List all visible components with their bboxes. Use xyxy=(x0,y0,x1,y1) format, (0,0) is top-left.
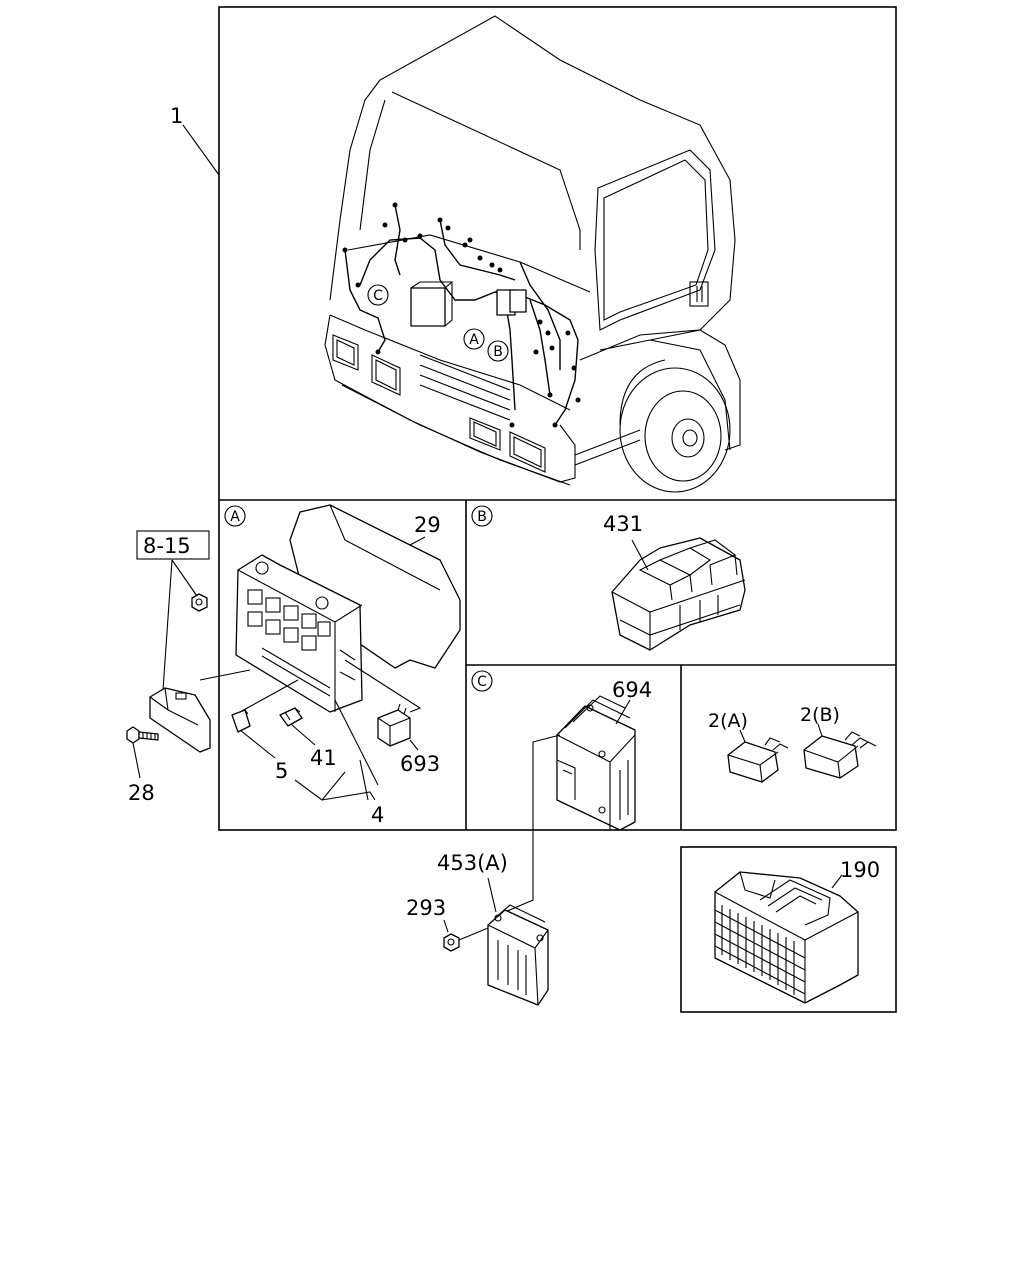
truck-cab-illustration xyxy=(324,15,741,493)
control-unit-694 xyxy=(556,695,636,831)
location-marker-a: A xyxy=(463,328,485,350)
svg-text:A: A xyxy=(230,509,240,525)
mounting-bracket xyxy=(149,687,211,753)
fuse-part-41 xyxy=(279,707,303,727)
svg-text:C: C xyxy=(373,288,383,304)
fuse-part-5 xyxy=(231,709,251,733)
callout-293: 293 xyxy=(406,896,446,920)
callout-2b: 2(B) xyxy=(800,704,840,726)
fuse-box-cover xyxy=(289,504,461,669)
bolt-part-28 xyxy=(126,726,159,744)
callout-1: 1 xyxy=(170,104,183,128)
section-a-header: A xyxy=(224,505,246,527)
section-b-header: B xyxy=(471,505,493,527)
relay-part-693 xyxy=(377,703,411,747)
callout-693: 693 xyxy=(400,752,440,776)
callout-28: 28 xyxy=(128,781,155,805)
frame-main xyxy=(218,6,897,831)
engine-control-unit-453a xyxy=(487,904,549,1006)
callout-431: 431 xyxy=(603,512,643,536)
callout-29: 29 xyxy=(414,513,441,537)
relay-block-431 xyxy=(611,537,746,651)
svg-text:B: B xyxy=(493,344,503,360)
callout-190: 190 xyxy=(840,858,880,882)
callout-453a: 453(A) xyxy=(437,851,508,875)
svg-text:C: C xyxy=(477,674,487,690)
callout-694: 694 xyxy=(612,678,652,702)
relay-part-2a xyxy=(727,737,789,783)
svg-text:8-15: 8-15 xyxy=(143,534,191,558)
fuse-relay-box xyxy=(235,554,363,713)
svg-text:A: A xyxy=(469,332,479,348)
relay-part-2b xyxy=(803,731,877,779)
callout-5: 5 xyxy=(275,759,288,783)
location-marker-b: B xyxy=(487,340,509,362)
callout-2a: 2(A) xyxy=(708,710,748,732)
nut-part-293 xyxy=(443,933,460,952)
location-marker-c: C xyxy=(367,284,389,306)
connector-part-190 xyxy=(714,871,859,1004)
frame-part-190 xyxy=(680,846,897,1013)
svg-text:B: B xyxy=(477,509,487,525)
nut-part xyxy=(191,593,208,612)
callout-8-15: 8-15 xyxy=(136,530,210,560)
section-c-header: C xyxy=(471,670,493,692)
callout-4: 4 xyxy=(371,803,384,827)
callout-41: 41 xyxy=(310,746,337,770)
